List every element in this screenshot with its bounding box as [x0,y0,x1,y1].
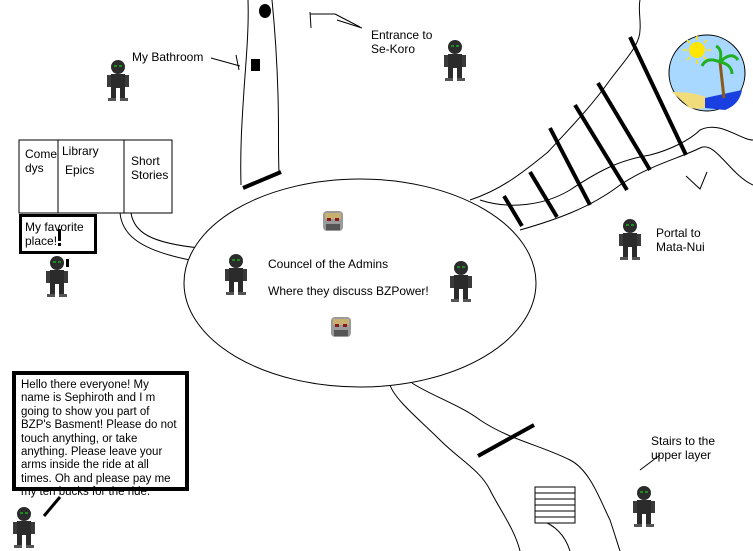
shelf-short-stories: Short Stories [131,154,169,182]
sun-island-icon [668,34,746,112]
bridge-rung-3 [548,127,592,206]
council-arena [183,178,537,388]
label-bathroom: My Bathroom [132,50,204,64]
favorite-place-label: My favorite place! [25,220,84,248]
bridge-rung-5 [596,81,652,172]
bottom-door [477,423,535,458]
corridor-door [242,170,282,190]
toa-figure-sephiroth [13,507,35,548]
right-corridor-edge [479,126,753,206]
label-portal: Portal to Mata-Nui [656,226,705,254]
toa-figure-entrance [444,40,466,81]
bridge-rung-2 [528,170,559,219]
label-council-desc: Where they discuss BZPower! [268,284,429,298]
bathroom-hole [259,4,271,18]
bathroom-pointer [210,54,241,71]
toa-figure-stairs [633,486,655,527]
favorite-place-box: My favorite place! [19,214,97,254]
bathroom-door [251,59,260,71]
label-council-title: Councel of the Admins [268,257,389,271]
speech-pointer [42,496,62,517]
admin-mask-bottom [331,317,351,337]
stairs-pointer [639,454,661,471]
corridor-left-wall [240,0,249,186]
toa-figure-portal [619,219,641,260]
speech-text: Hello there everyone! My name is Sephiro… [21,379,177,499]
entrance-pointer [336,19,363,29]
label-entrance: Entrance to Se-Koro [371,28,433,56]
toa-figure-bathroom [107,60,129,101]
portal-pointer [685,171,708,190]
right-corridor-top [469,0,641,201]
bottom-right-wall [411,382,621,551]
bridge-rung-6 [628,36,688,156]
shelf-library: Library [62,144,99,158]
speech-bubble: Hello there everyone! My name is Sephiro… [12,371,189,498]
bridge-rung-4 [573,103,629,192]
bottom-inner [539,519,571,551]
right-corridor-bottom [519,146,753,231]
entrance-flag [309,11,361,29]
bookshelf [18,139,173,214]
shelf-comedies: Come dys [25,147,58,175]
exclamation-icons [58,229,69,267]
bottom-left-wall [389,384,521,551]
toa-figure-favorite [46,256,68,297]
admin-mask-top [323,211,343,231]
shelf-epics: Epics [65,163,95,177]
library-corridor-b [130,212,201,249]
bridge-rung-1 [502,194,524,228]
stairs-icon [534,486,576,524]
label-stairs: Stairs to the upper layer [651,434,716,462]
library-corridor-a [119,212,191,261]
corridor-right-wall [271,0,280,173]
